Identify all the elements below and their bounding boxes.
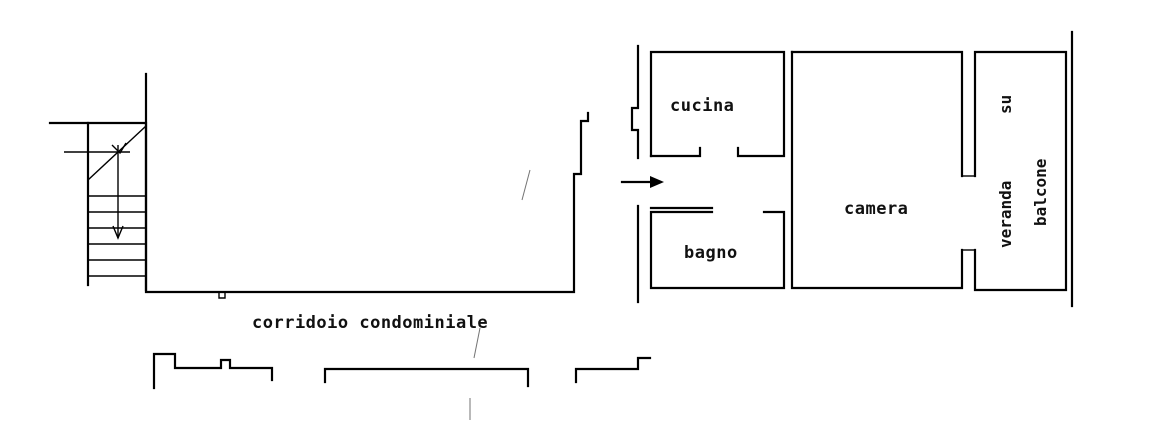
- camera-label: camera: [844, 199, 908, 219]
- entrance-arrow-icon: [620, 176, 664, 188]
- corridoio-label: corridoio condominiale: [252, 313, 488, 333]
- camera-room: [790, 50, 964, 290]
- bagno-label: bagno: [684, 243, 738, 263]
- cucina-label: cucina: [670, 96, 734, 116]
- veranda: [962, 30, 1074, 308]
- kitchen: [649, 50, 786, 158]
- su-label: su: [996, 95, 1015, 114]
- bathroom: [649, 206, 786, 290]
- veranda-label: veranda: [996, 181, 1015, 248]
- staircase: [48, 121, 148, 292]
- apartment: [620, 30, 1074, 308]
- balcone-label: balcone: [1031, 159, 1050, 226]
- corridor-walls: [152, 327, 652, 420]
- stair-direction-arrow-icon: [111, 142, 127, 240]
- large-room: [144, 72, 590, 299]
